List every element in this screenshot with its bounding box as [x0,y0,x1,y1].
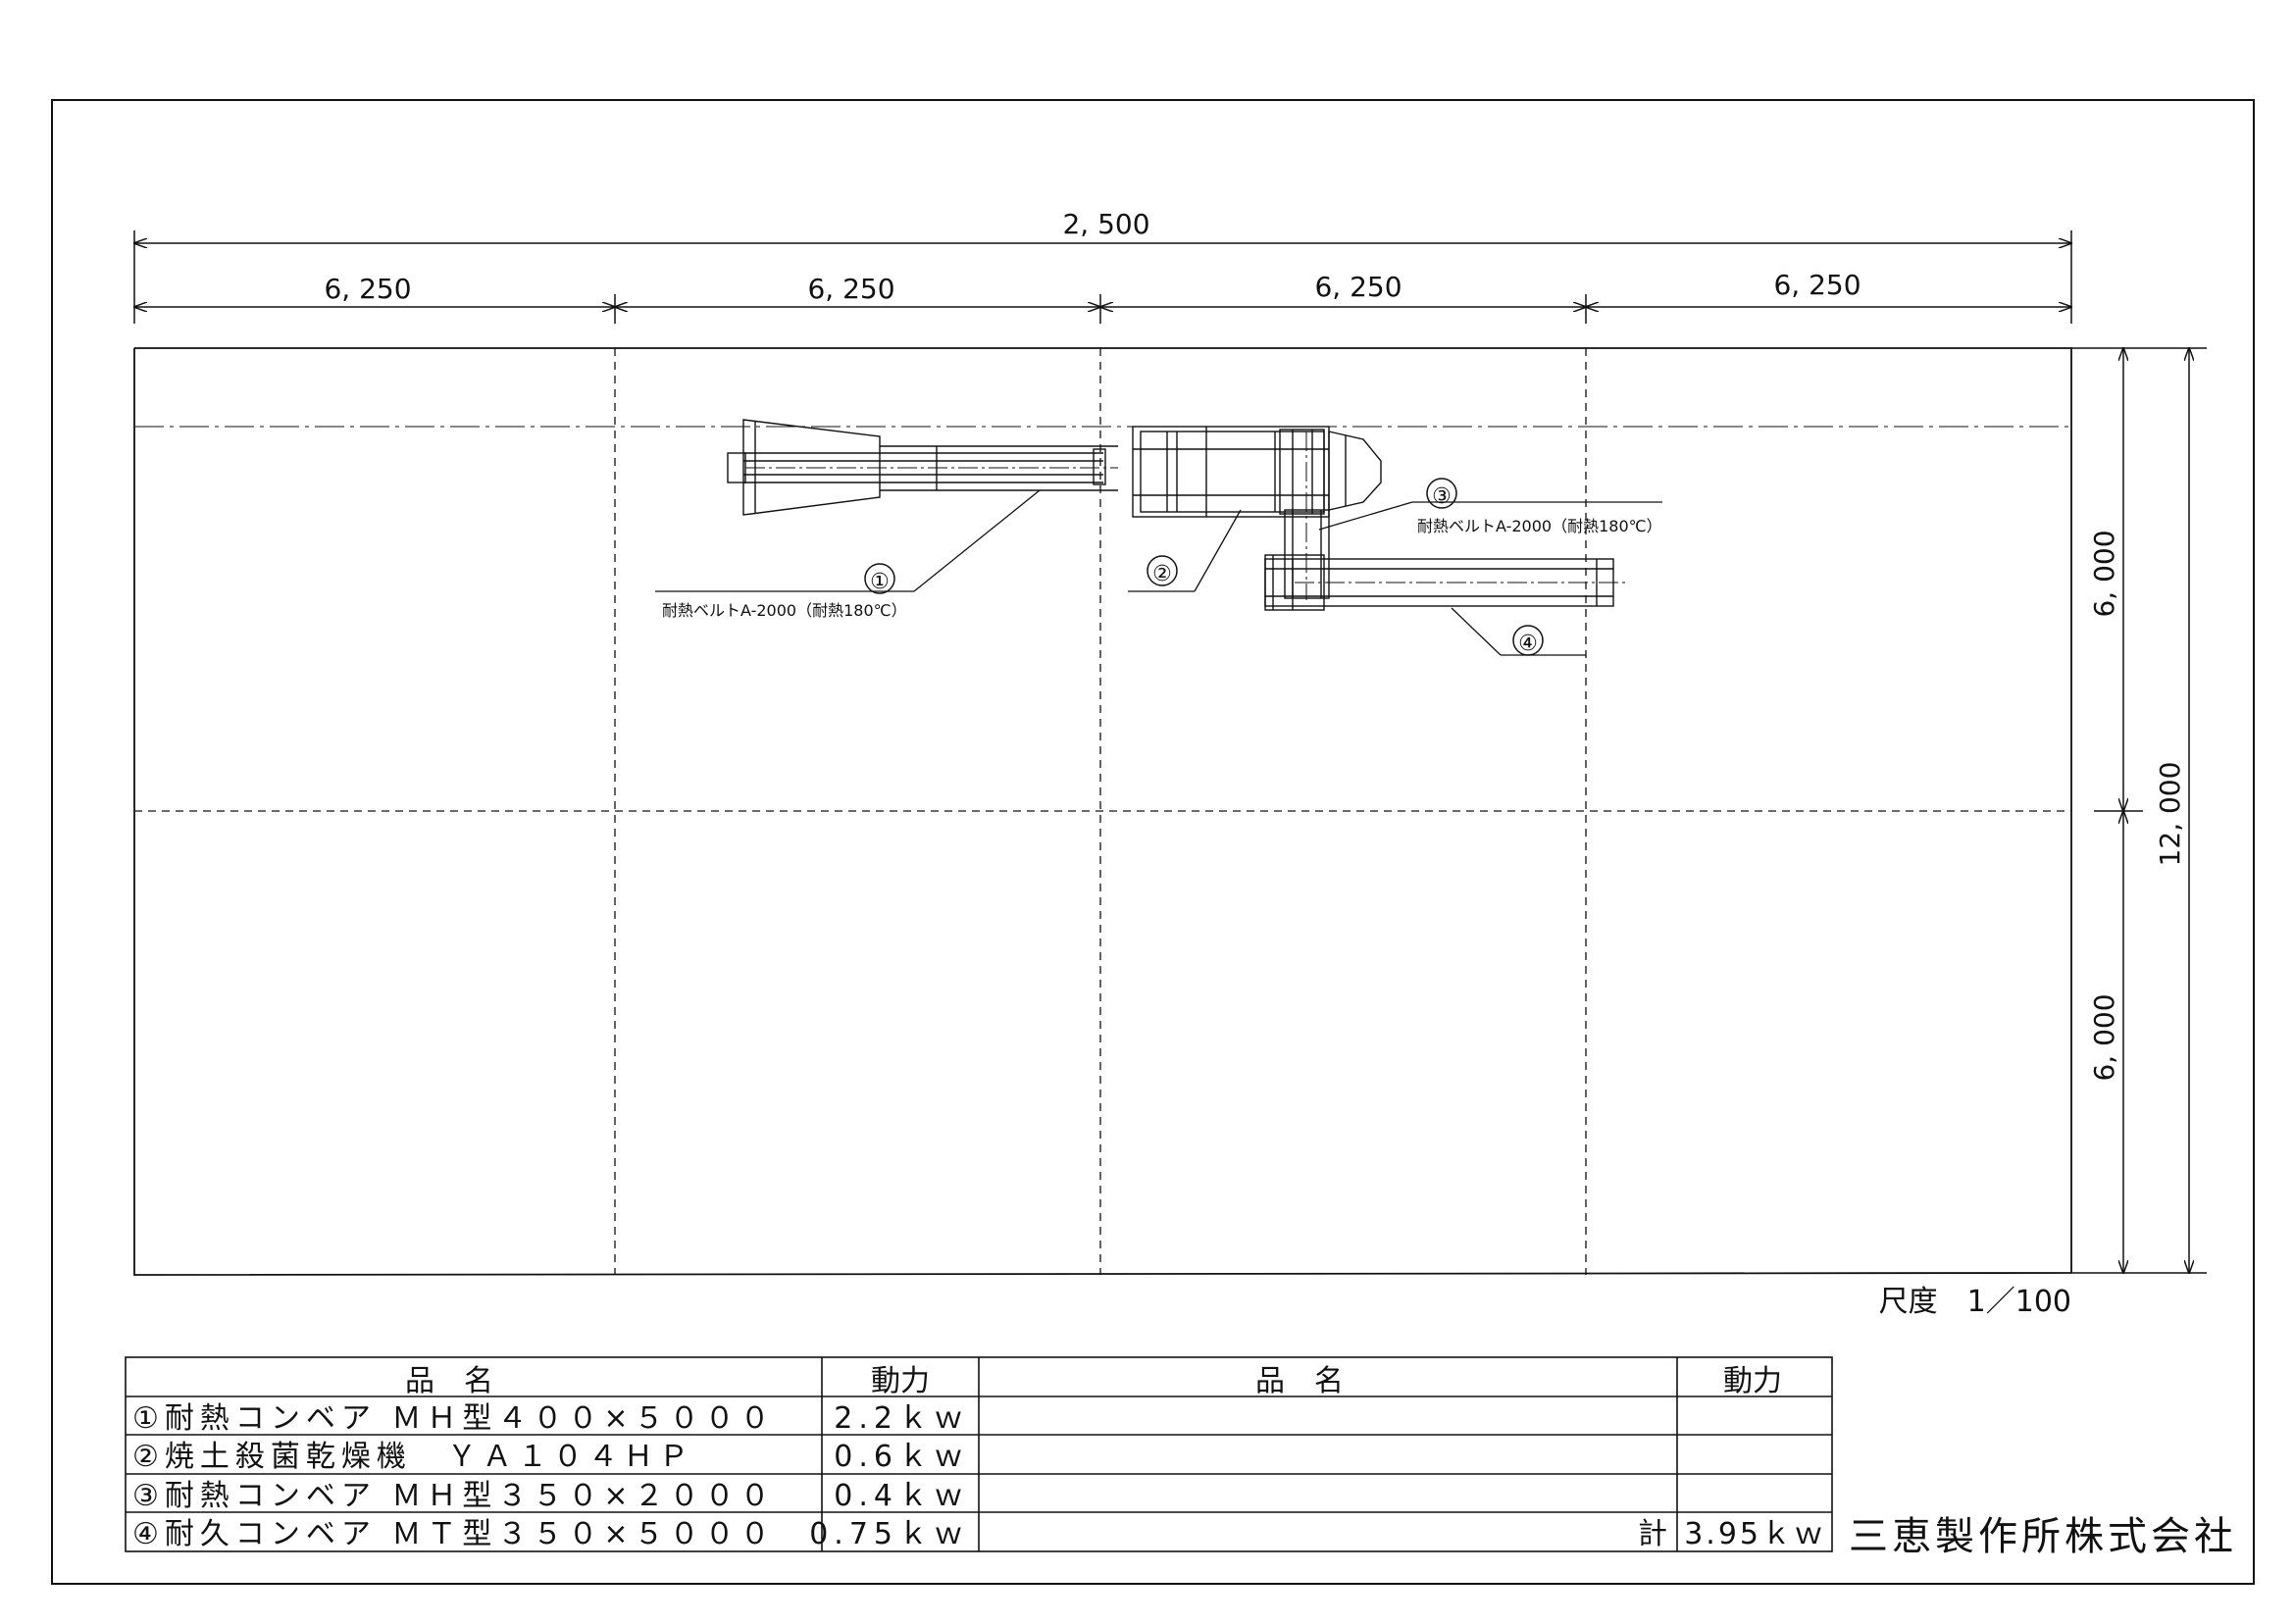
callout-3-note: 耐熱ベルトA-2000（耐熱180℃） [1417,517,1662,535]
total-width-label: 2, 500 [1062,208,1149,240]
table-total-value: 3.95ｋｗ [1684,1517,1826,1551]
table-row-1-power: 2.2ｋｗ [834,1401,969,1436]
floor-area [133,347,2072,1276]
segment-1-label: 6, 250 [324,273,411,305]
sheet-border [51,99,2255,1585]
table-row-2-power: 0.6ｋｗ [834,1440,969,1474]
scale-label: 尺度 1／100 [1879,1285,2071,1319]
table-row-3-power: 0.4ｋｗ [834,1479,969,1513]
right-dimensions [2071,348,2207,1273]
company-name: 三恵製作所株式会社 [1849,1514,2237,1559]
table-header-power-2: 動力 [1723,1364,1782,1398]
conveyor-4 [1264,554,1628,611]
table-row-4-name: ④耐久コンベア ＭＴ型３５０×５０００ [132,1517,776,1551]
callout-2: ② [1147,555,1178,586]
callout-2-label: ② [1152,562,1172,586]
parts-table [125,1356,1833,1552]
top-dimensions [134,230,2071,324]
callout-3: ③ 耐熱ベルトA-2000（耐熱180℃） [1417,478,1662,535]
half-top-label: 6, 000 [2088,530,2120,617]
half-bottom-label: 6, 000 [2088,993,2120,1081]
total-height-label: 12, 000 [2154,762,2186,867]
callout-4-label: ④ [1518,632,1538,656]
callout-4: ④ [1512,625,1544,656]
table-header-name: 品 名 [405,1364,493,1398]
segment-3-label: 6, 250 [1314,271,1402,303]
callout-1-note: 耐熱ベルトA-2000（耐熱180℃） [662,601,907,620]
table-header-name-2: 品 名 [1255,1364,1344,1398]
table-row-4-power: 0.75ｋｗ [809,1517,969,1551]
table-row-1-name: ①耐熱コンベア ＭＨ型４００×５０００ [132,1401,776,1436]
segment-4-label: 6, 250 [1773,269,1861,301]
callout-3-label: ③ [1432,484,1452,509]
table-row-2-name: ②焼土殺菌乾燥機 ＹＡ１０４ＨＰ [132,1440,694,1474]
conveyor-1 [727,419,1118,516]
segment-2-label: 6, 250 [807,273,894,305]
conveyor-3 [1284,431,1330,600]
equipment [727,419,1628,611]
table-row-3-name: ③耐熱コンベア ＭＨ型３５０×２０００ [132,1479,776,1513]
dryer-2 [1132,426,1382,518]
callout-1-label: ① [870,570,890,594]
callout-1: ① 耐熱ベルトA-2000（耐熱180℃） [662,563,907,620]
table-header-power: 動力 [871,1364,930,1398]
table-total-label: 計 [1638,1517,1667,1551]
